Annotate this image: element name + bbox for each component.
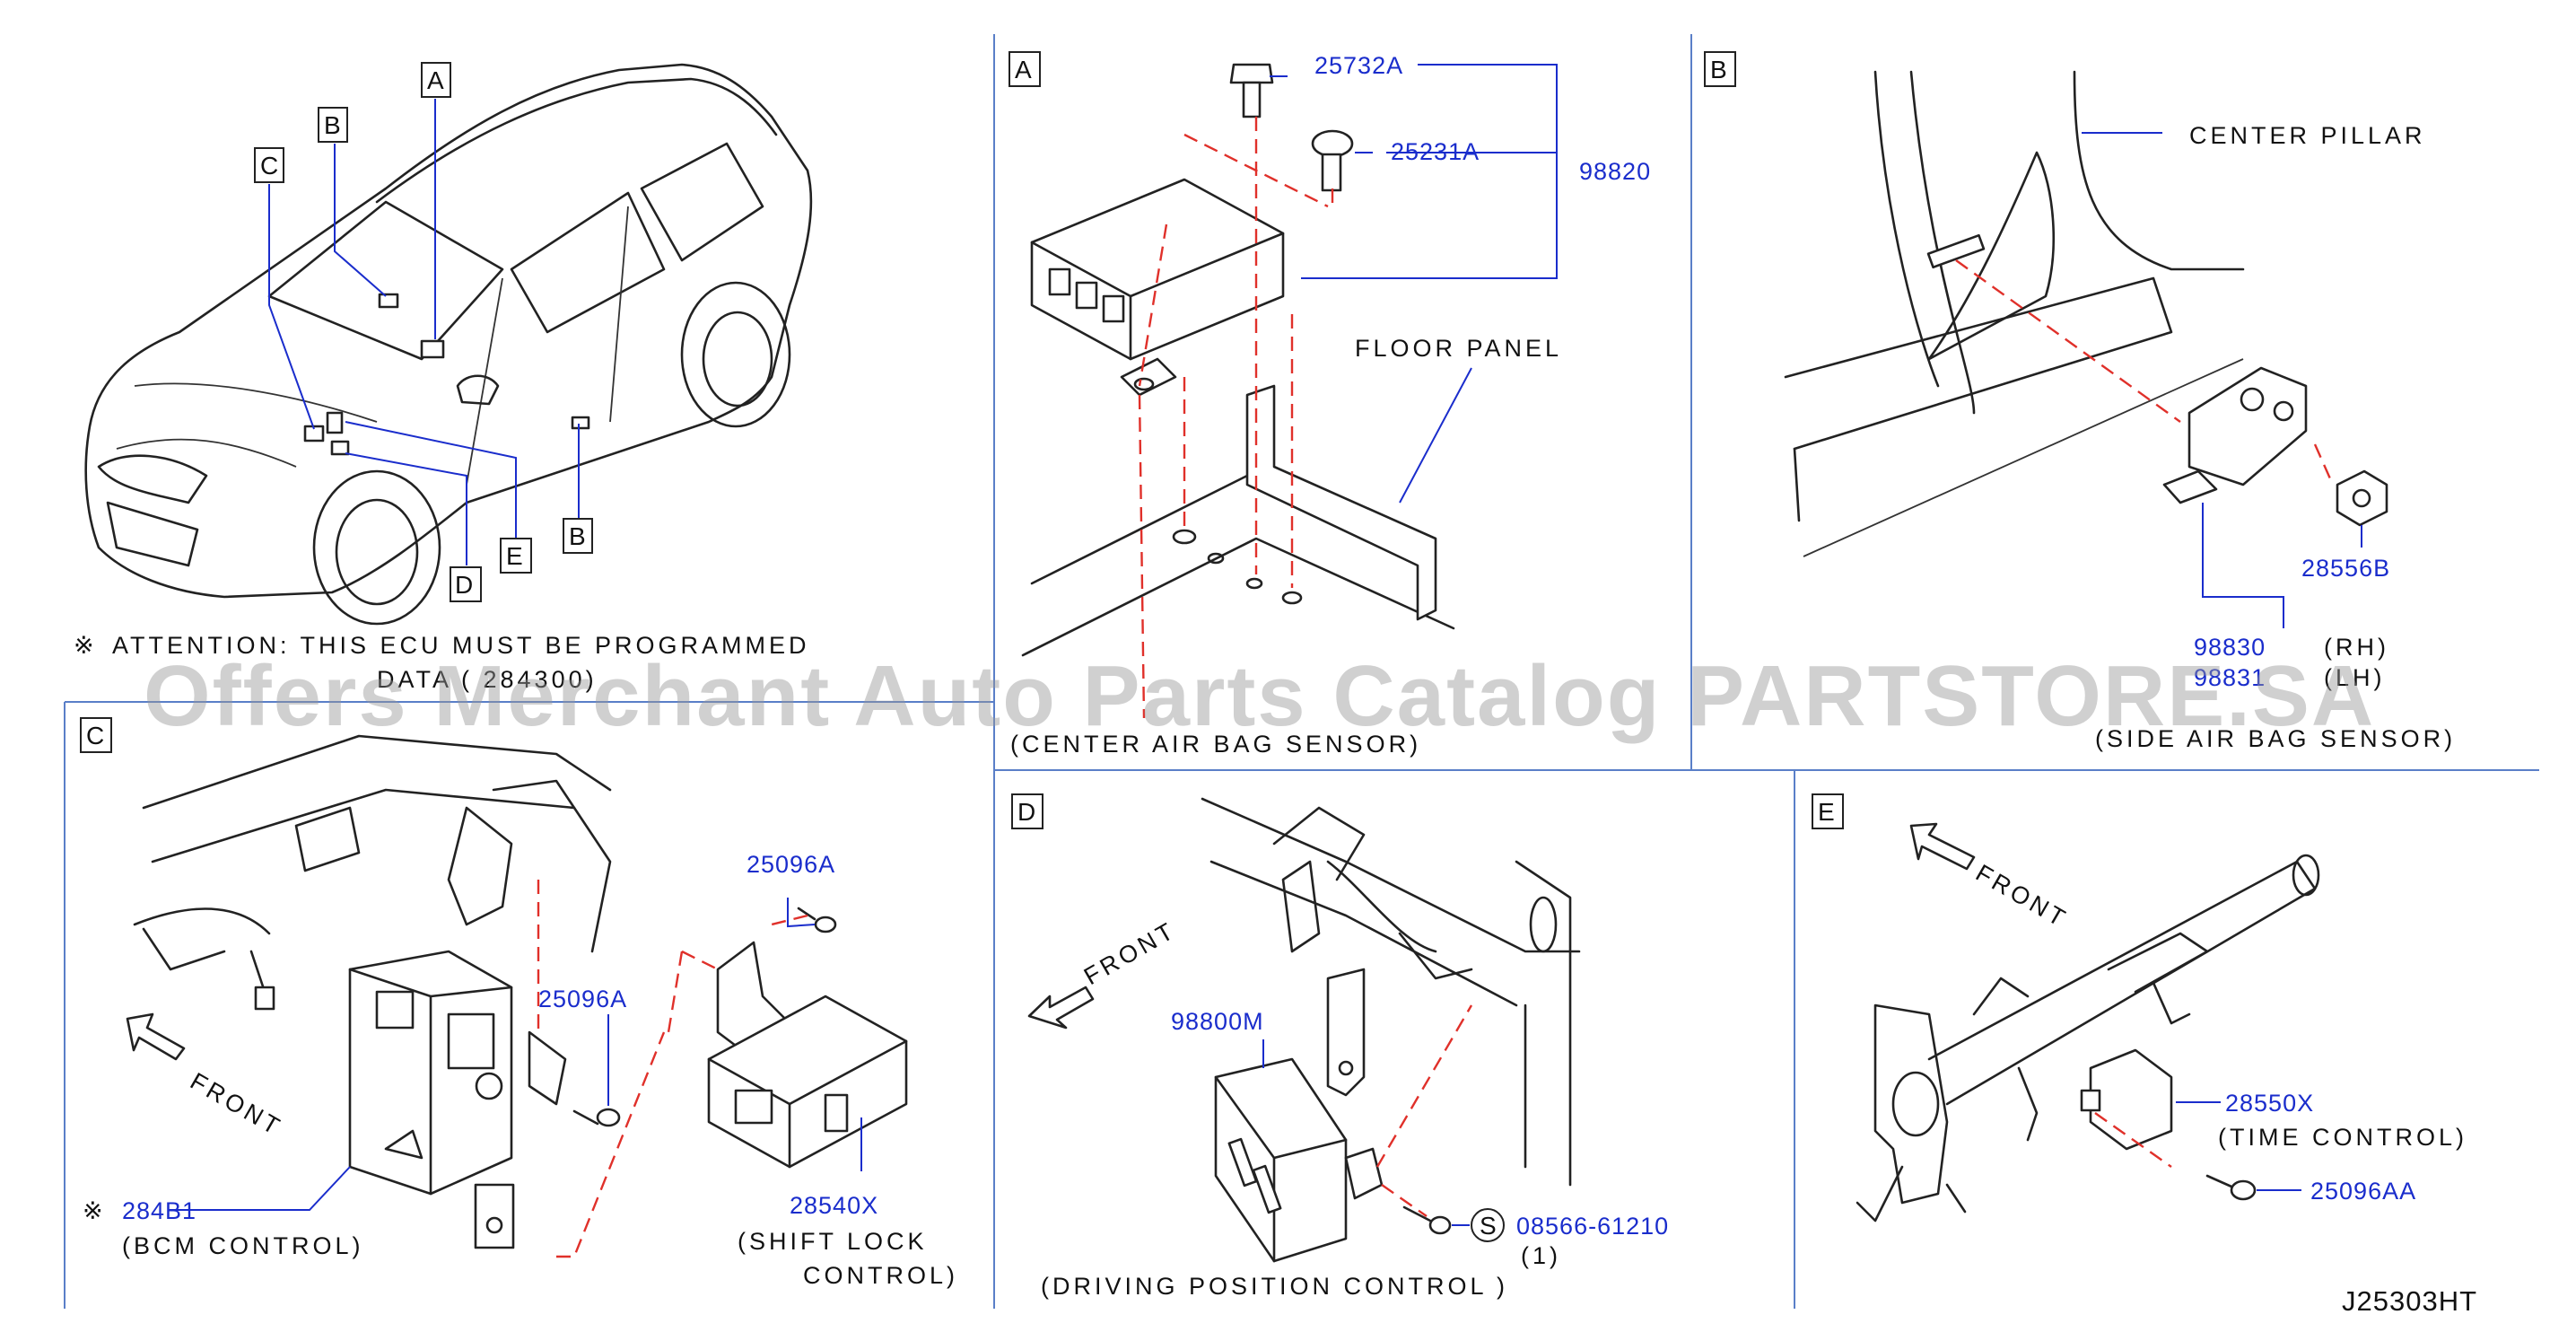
time-control-unit-drawing [2080,1048,2173,1151]
part-28556b[interactable]: 28556B [2301,555,2390,582]
callout-c-label: C [260,152,278,180]
driving-position-unit-drawing [1214,1057,1384,1263]
callout-a-box[interactable]: A [421,62,451,98]
panel-e: E [1812,793,2320,1222]
bolt-25732a-drawing [1229,63,1274,118]
panel-a-caption: (CENTER AIR BAG SENSOR) [1010,731,1421,758]
panel-b: B [1704,51,2388,628]
bolt-08566-drawing [1402,1205,1452,1235]
callout-e-box[interactable]: E [500,538,532,574]
part-28540x[interactable]: 28540X [790,1192,878,1219]
timer-label: (TIME CONTROL) [2218,1124,2467,1151]
callout-b2-label: B [569,522,586,550]
callout-b-box[interactable]: B [318,107,348,143]
part-284b1[interactable]: 284B1 [122,1197,196,1224]
panel-frames [64,34,2539,1309]
part-25096a-top[interactable]: 25096A [747,851,835,878]
screw-25096aa-drawing [2205,1174,2257,1201]
part-25096a-mid[interactable]: 25096A [538,986,627,1012]
part-98800m[interactable]: 98800M [1171,1008,1264,1035]
front-arrow-d [1027,986,1095,1030]
callout-d-box[interactable]: D [450,566,482,602]
bolt-symbol: S [1480,1212,1497,1240]
callout-b-label: B [324,111,341,139]
nut-28556b-drawing [2336,469,2388,527]
attention-line-1: ATTENTION: THIS ECU MUST BE PROGRAMMED [112,632,810,659]
callout-a-label: A [427,66,444,94]
floor-panel-drawing [1021,384,1455,657]
panel-e-letter: E [1818,798,1835,826]
callout-e-label: E [506,542,523,570]
label-lh: (LH) [2324,664,2386,691]
bolt-25231a-drawing [1311,129,1354,192]
bcm-mark: ※ [83,1197,107,1224]
part-25096aa[interactable]: 25096AA [2310,1178,2416,1205]
panel-c: C [80,717,908,1258]
callout-b2-box[interactable]: B [563,518,593,554]
bcm-label: (BCM CONTROL) [122,1232,364,1259]
front-label-c: FRONT [186,1067,287,1141]
diagram-code: J25303HT [2342,1285,2477,1317]
attention-mark: ※ [74,632,98,659]
attention-line-2: DATA ( 284300) [377,666,598,693]
panel-d: D [1011,793,1581,1263]
callout-c-box[interactable]: C [254,147,284,183]
bcm-unit-drawing [348,950,515,1249]
callout-d-label: D [455,571,473,599]
part-98820[interactable]: 98820 [1579,158,1651,185]
panel-a: A [1009,51,1558,719]
watermark: Offers Merchant Auto Parts Catalog PARTS… [144,648,2375,744]
part-08566-61210[interactable]: 08566-61210 [1516,1213,1669,1240]
shift-label-1: (SHIFT LOCK [738,1228,928,1255]
part-98830[interactable]: 98830 [2194,634,2266,661]
front-label-d: FRONT [1079,916,1181,990]
label-rh: (RH) [2324,634,2389,661]
center-sensor-drawing [1030,178,1285,397]
screw-25096a-top-drawing [797,907,837,933]
panel-b-letter: B [1710,56,1727,83]
screw-25096a-mid-drawing [572,1108,621,1127]
panel-d-letter: D [1017,798,1035,826]
bolt-qty: (1) [1521,1242,1561,1269]
front-arrow-e [1909,822,1976,871]
part-98831[interactable]: 98831 [2194,664,2266,691]
part-25732a[interactable]: 25732A [1314,52,1403,79]
side-sensor-drawing [2162,366,2308,504]
front-label-e: FRONT [1971,859,2073,933]
front-arrow-c [126,1012,186,1061]
panel-d-caption: (DRIVING POSITION CONTROL ) [1041,1273,1508,1300]
panel-a-letter: A [1015,56,1032,83]
part-25231a[interactable]: 25231A [1391,138,1480,165]
panel-c-letter: C [86,722,104,749]
vehicle-overview [84,63,813,626]
shift-label-2: CONTROL) [803,1262,958,1289]
floor-panel-label: FLOOR PANEL [1355,335,1562,362]
panel-b-caption: (SIDE AIR BAG SENSOR) [2095,725,2456,752]
part-28550x[interactable]: 28550X [2225,1090,2314,1117]
shift-lock-drawing [707,941,908,1169]
center-pillar-label: CENTER PILLAR [2189,122,2426,149]
